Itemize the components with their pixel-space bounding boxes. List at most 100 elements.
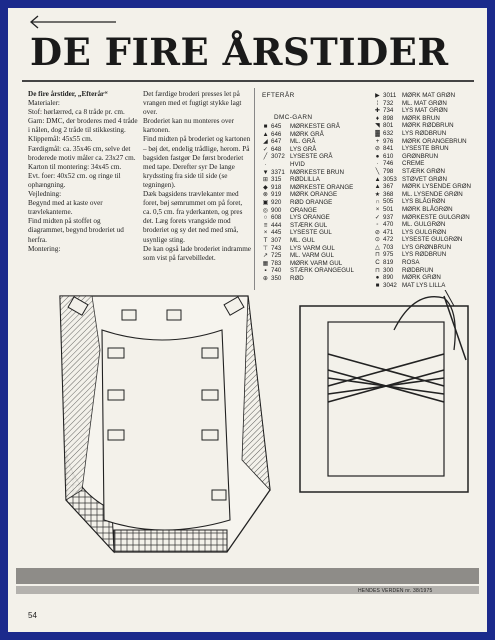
stitch-symbol-icon: ⊘	[374, 228, 381, 236]
stitch-symbol-icon: ▲	[374, 175, 381, 183]
page-number: 54	[28, 611, 37, 620]
thread-number: 505	[383, 198, 394, 206]
thread-number: 918	[271, 183, 282, 191]
thread-color-name: LYS VARM GUL	[290, 244, 335, 252]
thread-number: 647	[271, 138, 282, 146]
thread-color-name: LYSESTE GUL	[290, 229, 332, 237]
thread-color-name: ML. VARM GUL	[290, 252, 334, 260]
stitch-symbol-icon: +	[375, 137, 380, 145]
thread-number: 472	[383, 236, 394, 244]
thread-color-name: STÆRK ORANGEGUL	[290, 267, 354, 275]
stitch-symbol-icon: T	[263, 236, 268, 244]
stitch-symbol-icon: ◎	[262, 206, 269, 214]
thread-number: 610	[383, 152, 394, 160]
footer-band-dark	[16, 568, 479, 584]
stitch-symbol-icon: ⊓	[375, 251, 380, 259]
materials-column: De fire årstider, „Efterår“Materialer:St…	[28, 90, 138, 254]
legend-brand: DMC-GARN	[274, 114, 313, 121]
thread-color-name: RØD ORANGE	[290, 198, 333, 206]
thread-number: 798	[383, 167, 394, 175]
stitch-symbol-icon: ⊤	[262, 244, 269, 252]
stitch-symbol-icon: ✚	[374, 107, 381, 115]
stitch-symbol-icon: ◦	[376, 221, 379, 229]
stitch-symbol-icon: ↗	[262, 252, 269, 260]
thread-color-name: STØVET GRØN	[402, 175, 447, 183]
thread-number: 444	[271, 221, 282, 229]
title-rule	[22, 80, 474, 82]
legend-row: ⊤743 LYS VARM GUL	[260, 245, 370, 253]
thread-number: 3072	[271, 153, 285, 161]
thread-color-name: LYS ORANGE	[290, 214, 330, 222]
thread-number: 841	[383, 145, 394, 153]
stitch-symbol-icon: ⊕	[262, 274, 269, 282]
thread-number: 445	[271, 229, 282, 237]
thread-color-name: MØRKESTE ORANGE	[290, 183, 354, 191]
thread-number: 646	[271, 130, 282, 138]
thread-number: 919	[271, 191, 282, 199]
thread-number: 976	[383, 137, 394, 145]
thread-color-name: CREME	[402, 160, 425, 168]
thread-color-name: LYS GRØNBRUN	[402, 243, 452, 251]
thread-number: 3371	[271, 168, 285, 176]
materials-paragraph: Evt. foer: 40x52 cm. og ringe til ophæng…	[28, 171, 121, 189]
thread-color-name: MØRK BRUN	[402, 114, 440, 122]
thread-number: 740	[271, 267, 282, 275]
stitch-symbol-icon: ⊓	[375, 266, 380, 274]
thread-number: 746	[383, 160, 394, 168]
thread-color-name: ROSA	[402, 259, 420, 267]
materials-paragraph: Begynd med at kaste over trævlekanterne.	[28, 199, 103, 217]
thread-color-name: MØRKESTE GRÅ	[290, 123, 340, 130]
thread-number: 3042	[383, 281, 397, 289]
thread-color-name: HVID	[290, 160, 305, 168]
footer-band-light	[16, 586, 479, 594]
thread-color-name: LYS GULGRØN	[402, 228, 447, 236]
mounting-paragraph: Dæk bagsidens trævlekanter med foret, bø…	[143, 190, 243, 244]
thread-color-name: MØRK MAT GRØN	[402, 92, 456, 99]
page-title: DE FIRE ÅRSTIDER	[30, 30, 449, 74]
legend-season: EFTERÅR	[262, 92, 295, 99]
thread-number: 300	[383, 266, 394, 274]
stitch-symbol-icon: ■	[375, 281, 380, 289]
stitch-symbol-icon: ●	[375, 152, 380, 160]
materials-paragraph: Karton til montering: 34x45 cm.	[28, 162, 122, 171]
thread-number: 307	[271, 236, 282, 244]
thread-color-name: STÆRK GRØN	[402, 167, 445, 175]
thread-color-name: MØRK RØDBRUN	[402, 122, 454, 130]
thread-number: 315	[271, 176, 282, 184]
fold-diagram	[59, 295, 271, 554]
thread-color-name: MØRKESTE GULGRØN	[402, 213, 470, 221]
thread-color-name: MØRK BLÅGRØN	[402, 205, 453, 213]
stitch-symbol-icon: ▓	[375, 129, 380, 137]
thread-number: 898	[383, 114, 394, 122]
thread-color-name: MØRK GRÅ	[290, 130, 324, 138]
thread-color-name: RØDBRUN	[402, 266, 434, 274]
thread-number: 975	[383, 251, 394, 259]
stitch-symbol-icon: ◥	[375, 122, 380, 130]
thread-number: 732	[383, 99, 394, 107]
thread-number: 743	[271, 244, 282, 252]
thread-number: 3011	[383, 92, 397, 99]
stitch-symbol-icon: ⁞	[376, 99, 379, 107]
legend-row: ·HVID	[260, 161, 370, 169]
